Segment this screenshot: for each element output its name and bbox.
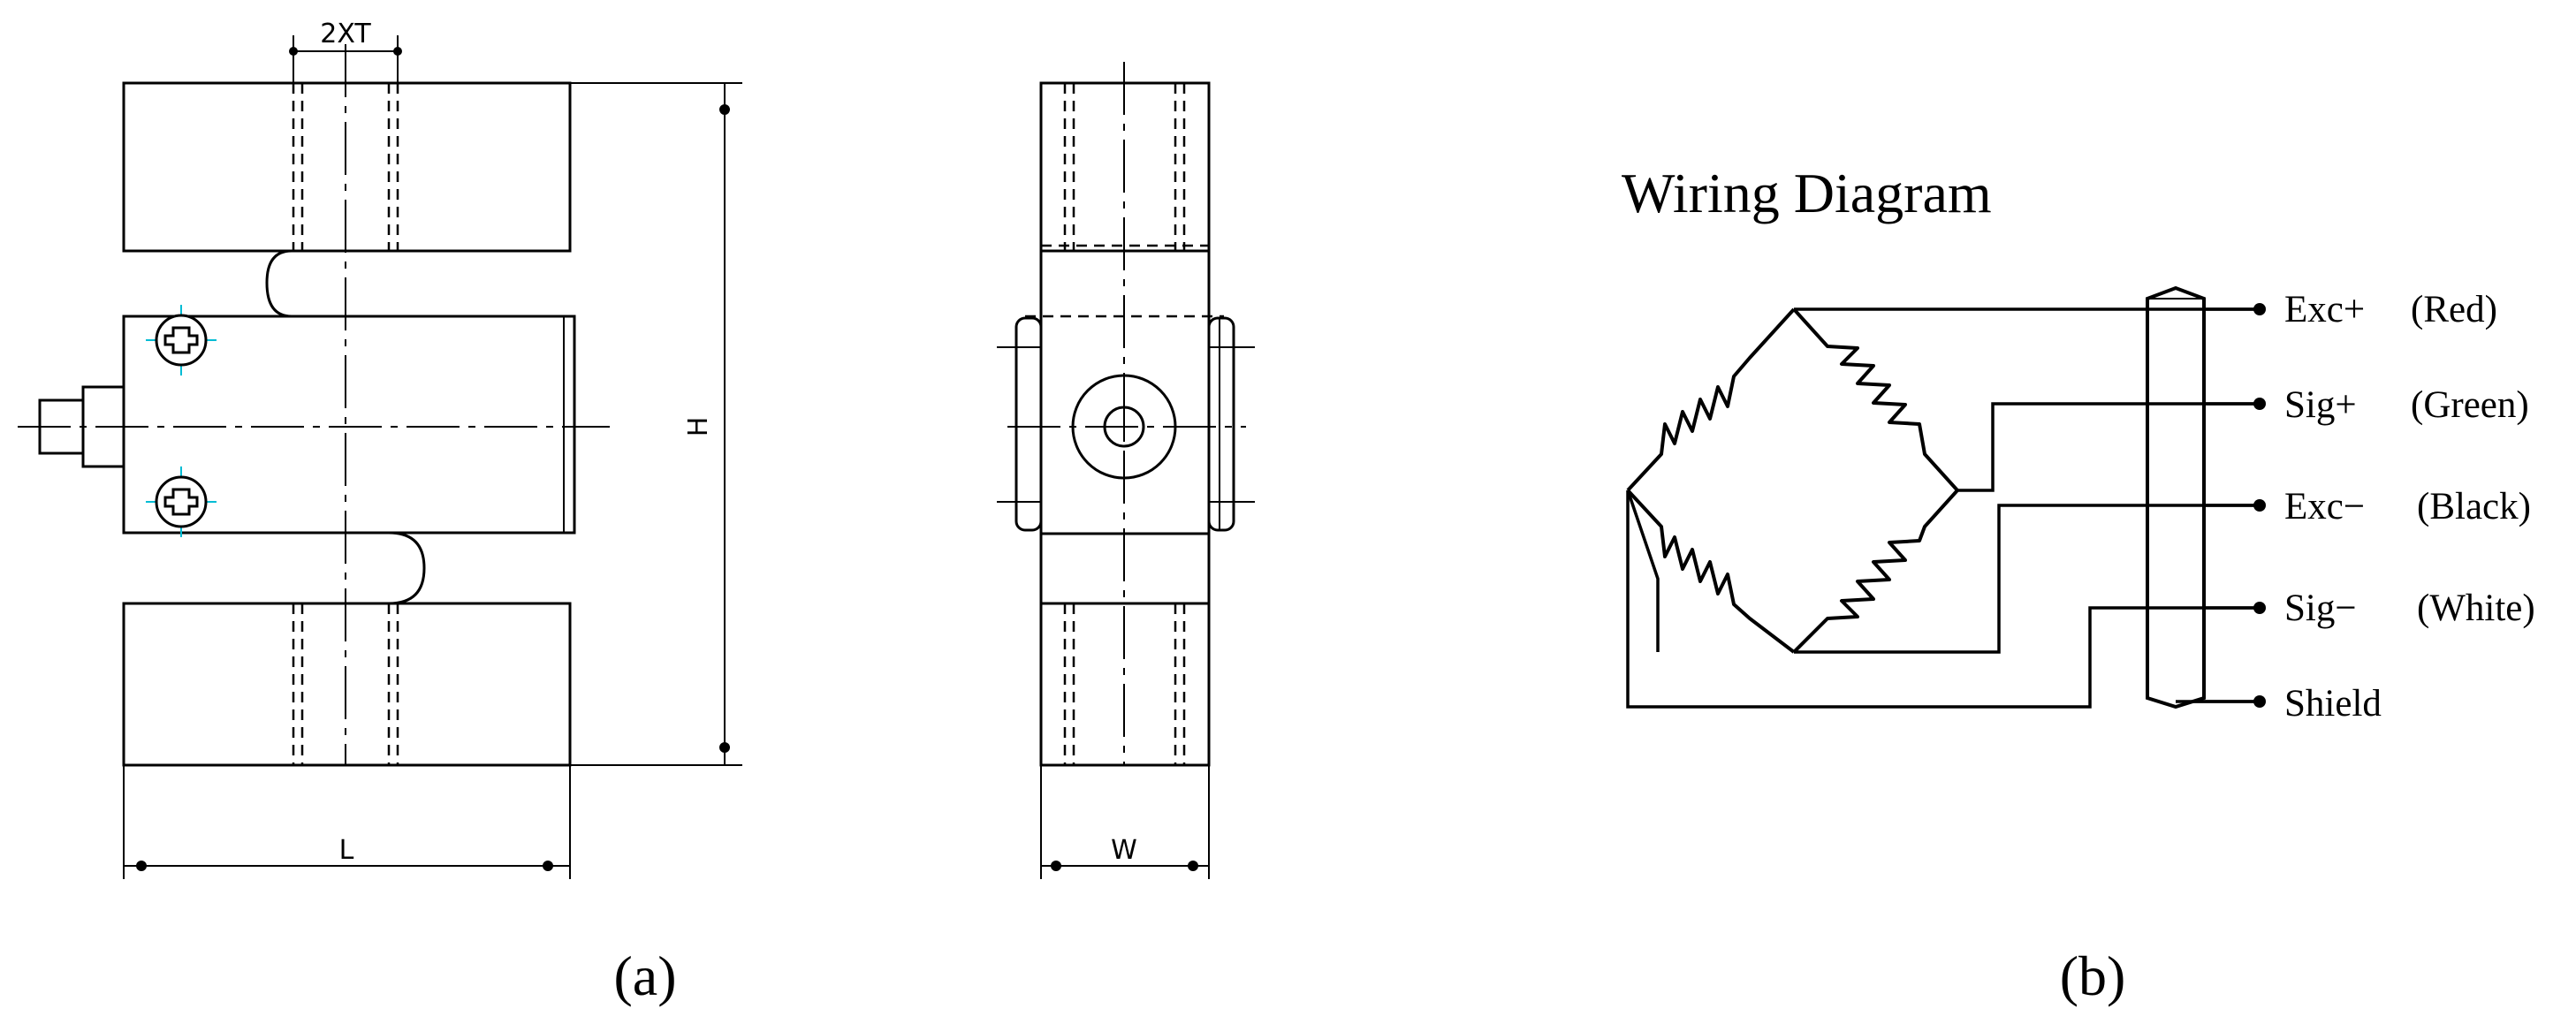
- screw-lower: [146, 466, 217, 537]
- wire-label-shield: Shield: [2284, 683, 2382, 724]
- terminal-dot: [2253, 602, 2266, 614]
- wire-color-exc-plus: (Red): [2411, 289, 2497, 330]
- terminals: [2253, 303, 2266, 708]
- wire-label-sig-plus: Sig+: [2284, 384, 2357, 426]
- upper-notch: [265, 249, 293, 318]
- terminal-dot: [2253, 303, 2266, 315]
- dim-w: [1040, 765, 1210, 879]
- side-view: [997, 62, 1255, 767]
- side-right-flange: [1207, 316, 1235, 532]
- wire-label-exc-minus: Exc−: [2284, 486, 2365, 527]
- lower-notch: [388, 531, 426, 605]
- screw-upper: [146, 305, 217, 375]
- front-view: [18, 44, 610, 767]
- terminal-dot: [2253, 695, 2266, 708]
- front-top-block: [122, 81, 572, 253]
- wire-color-sig-plus: (Green): [2411, 384, 2529, 426]
- front-bottom-block: [122, 602, 572, 767]
- cable-jacket: [2146, 285, 2206, 709]
- wire-color-sig-minus: (White): [2417, 588, 2535, 629]
- wiring-diagram-title: Wiring Diagram: [1622, 162, 1992, 224]
- dim-2xt: [289, 35, 402, 83]
- wire-exc-minus: [1794, 504, 2258, 654]
- resistor-upper-right: [1792, 307, 1959, 492]
- wire-color-exc-minus: (Black): [2417, 486, 2531, 527]
- wire-sig-plus: [1957, 402, 2258, 492]
- dim-l: [123, 765, 571, 879]
- dim-h-label: H: [683, 417, 714, 437]
- resistor-lower-right: [1792, 489, 1959, 654]
- dim-h: [570, 82, 742, 766]
- dim-w-label: W: [1111, 835, 1137, 866]
- wire-label-exc-plus: Exc+: [2284, 289, 2365, 330]
- dim-2xt-label: 2XT: [320, 19, 371, 49]
- wire-label-sig-minus: Sig−: [2284, 588, 2357, 629]
- side-left-flange: [1014, 316, 1043, 532]
- dim-l-label: L: [339, 835, 354, 866]
- terminal-dot: [2253, 398, 2266, 410]
- wheatstone-bridge: [1626, 307, 1959, 654]
- caption-b: (b): [2060, 944, 2126, 1007]
- resistor-upper-left: [1626, 307, 1796, 492]
- resistor-lower-left: [1626, 489, 1796, 654]
- caption-a: (a): [613, 944, 676, 1007]
- terminal-dot: [2253, 499, 2266, 512]
